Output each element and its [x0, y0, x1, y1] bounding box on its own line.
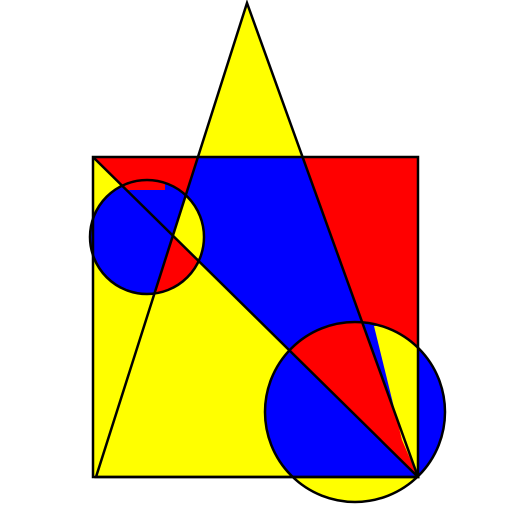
large-circle-upper-yellow [374, 326, 418, 477]
small-circle-upper-left [90, 180, 165, 190]
outline-layer [88, 0, 447, 504]
diagonal-line [92, 156, 419, 478]
small-circle-outline [88, 178, 206, 296]
triangle-outline [94, 0, 420, 479]
large-circle-outline [263, 320, 447, 504]
